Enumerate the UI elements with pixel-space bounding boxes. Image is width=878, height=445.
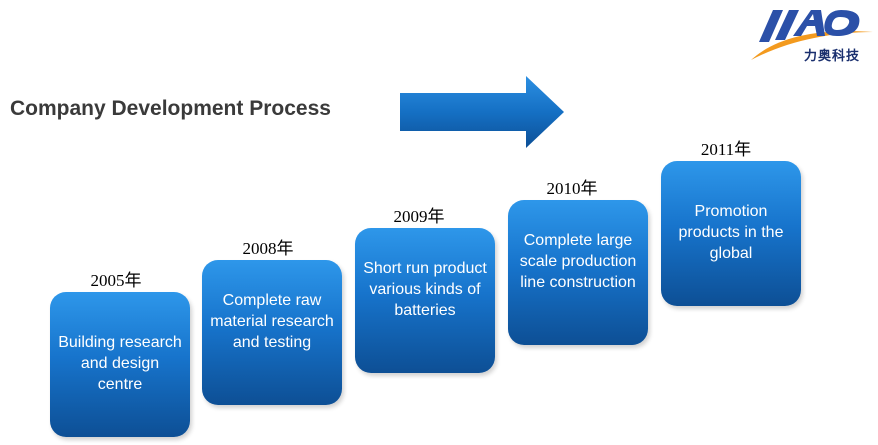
page-title: Company Development Process: [10, 97, 331, 120]
step-5-text: Promotion products in the global: [678, 203, 784, 262]
progress-arrow-icon: [398, 75, 566, 149]
logo-subtitle: 力奥科技: [804, 49, 861, 64]
step-1-box: Building research and design centre: [50, 292, 190, 437]
logo-mark-icon: [751, 10, 873, 60]
step-5-year: 2011年: [700, 140, 752, 159]
step-4-year: 2010年: [546, 179, 598, 198]
step-5-box: Promotion products in the global: [661, 161, 801, 306]
step-1-year: 2005年: [90, 271, 142, 290]
step-3-year: 2009年: [393, 207, 445, 226]
step-2-box: Complete raw material research and testi…: [202, 260, 342, 405]
step-4-box: Complete large scale production line con…: [508, 200, 648, 345]
company-logo: [745, 2, 875, 66]
step-4-text: Complete large scale production line con…: [519, 232, 637, 291]
step-2-year: 2008年: [242, 239, 294, 258]
step-2-text: Complete raw material research and testi…: [210, 292, 334, 351]
step-3-text: Short run product various kinds of batte…: [363, 260, 487, 319]
step-3-box: Short run product various kinds of batte…: [355, 228, 495, 373]
step-1-text: Building research and design centre: [58, 334, 182, 393]
